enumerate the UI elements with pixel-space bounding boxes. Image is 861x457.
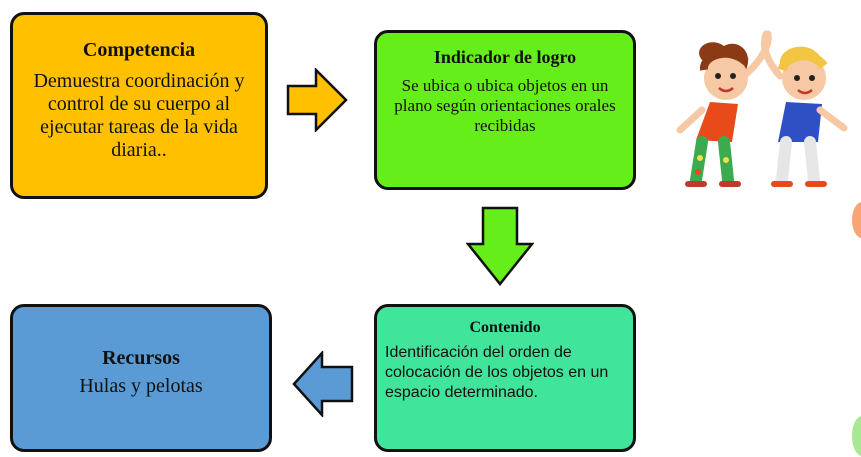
children-stretching-illustration xyxy=(676,30,848,187)
decorative-green-shape xyxy=(852,416,861,456)
indicador-box: Indicador de logro Se ubica o ubica obje… xyxy=(374,30,636,190)
competencia-title: Competencia xyxy=(82,39,196,61)
arrow-left-icon xyxy=(292,351,354,417)
recursos-box: Recursos Hulas y pelotas xyxy=(10,304,272,452)
competencia-box: Competencia Demuestra coordinación y con… xyxy=(10,12,268,199)
indicador-title: Indicador de logro xyxy=(433,47,577,67)
arrow-down-icon xyxy=(466,206,534,286)
indicador-text: Se ubica o ubica objetos en un plano seg… xyxy=(394,76,616,135)
recursos-title: Recursos xyxy=(102,347,180,369)
contenido-title: Contenido xyxy=(469,319,541,336)
decorative-orange-shape xyxy=(852,202,861,238)
contenido-box: Contenido Identificación del orden de co… xyxy=(374,304,636,452)
competencia-text: Demuestra coordinación y control de su c… xyxy=(33,70,245,161)
contenido-text: Identificación del orden de colocación d… xyxy=(385,344,609,401)
arrow-right-icon xyxy=(286,68,348,132)
recursos-text: Hulas y pelotas xyxy=(79,375,203,397)
